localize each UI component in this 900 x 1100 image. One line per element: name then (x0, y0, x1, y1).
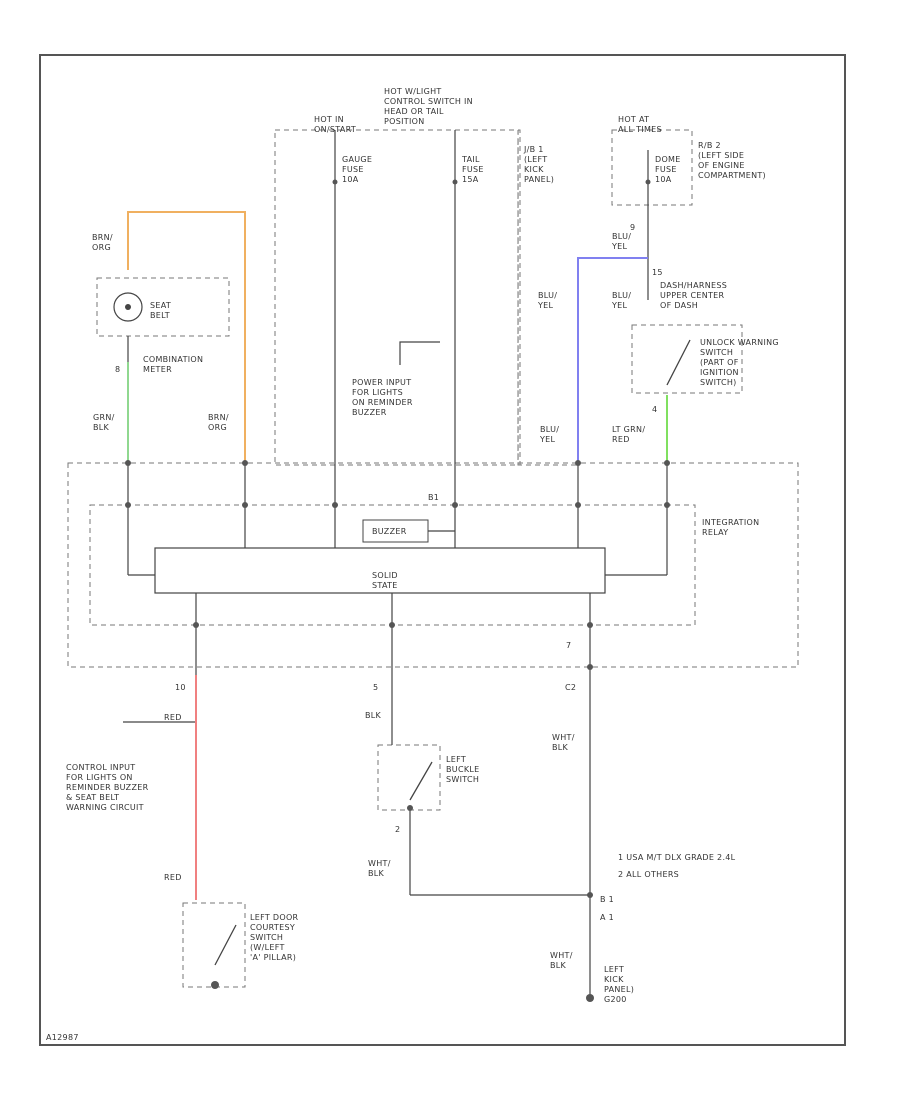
pin-4-label: 4 (652, 405, 657, 414)
buzzer-label: BUZZER (372, 527, 407, 536)
buckle-switch-icon (409, 761, 433, 801)
rb2-box (611, 129, 693, 206)
pin-7-label: 7 (566, 641, 571, 650)
blu-yel-1-label: BLU/YEL (611, 232, 631, 251)
red-bottom-label: RED (164, 873, 182, 882)
brn-org-top-label: BRN/ORG (92, 233, 113, 252)
pin-8-label: 8 (115, 365, 120, 374)
orange-wire (127, 211, 246, 463)
lt-grn-red-label: LT GRN/RED (612, 425, 645, 444)
blk-label: BLK (365, 711, 382, 720)
pin-9-label: 9 (630, 223, 635, 232)
solid-state-block (154, 547, 606, 594)
diagram-border (39, 54, 846, 1046)
c2-label: C2 (565, 683, 576, 692)
jb1-right-outline (517, 140, 580, 466)
left-door-box (182, 902, 246, 988)
blu-yel-2-label: BLU/YEL (537, 291, 557, 310)
pin-10-label: 10 (175, 683, 186, 692)
wht-blk-3-label: WHT/BLK (550, 951, 573, 970)
blue-wire (577, 257, 648, 463)
jb1-box (274, 129, 521, 466)
wht-blk-1-label: WHT/BLK (552, 733, 575, 752)
pin-5-label: 5 (373, 683, 378, 692)
legend-line-2: 2 ALL OTHERS (618, 870, 679, 879)
red-top-label: RED (164, 713, 182, 722)
pin-2-label: 2 (395, 825, 400, 834)
combination-meter-box (96, 277, 230, 337)
ref-code-label: A12987 (46, 1033, 79, 1042)
blu-yel-4-label: BLU/YEL (539, 425, 559, 444)
seat-belt-lamp-icon (113, 292, 143, 322)
legend-line-1: 1 USA M/T DLX GRADE 2.4L (618, 853, 736, 862)
unlock-switch-icon (666, 339, 691, 386)
unlock-switch-box (631, 324, 743, 394)
brn-org-bottom-label: BRN/ORG (208, 413, 229, 432)
wht-blk-2-label: WHT/BLK (368, 859, 391, 878)
connector-nodes (125, 179, 670, 1002)
grn-blk-label: GRN/BLK (93, 413, 115, 432)
pin-b-label: B 1 (600, 895, 614, 904)
integration-relay-outer-box (67, 462, 799, 668)
blu-yel-3-label: BLU/YEL (611, 291, 631, 310)
seat-belt-lamp-center (125, 304, 131, 310)
power-input-arrow (399, 341, 440, 365)
pin-15-label: 15 (652, 268, 663, 277)
left-buckle-box (377, 744, 441, 811)
pin-b1-label: B1 (428, 493, 439, 502)
pin-a-label: A 1 (600, 913, 614, 922)
door-switch-icon (214, 924, 237, 966)
